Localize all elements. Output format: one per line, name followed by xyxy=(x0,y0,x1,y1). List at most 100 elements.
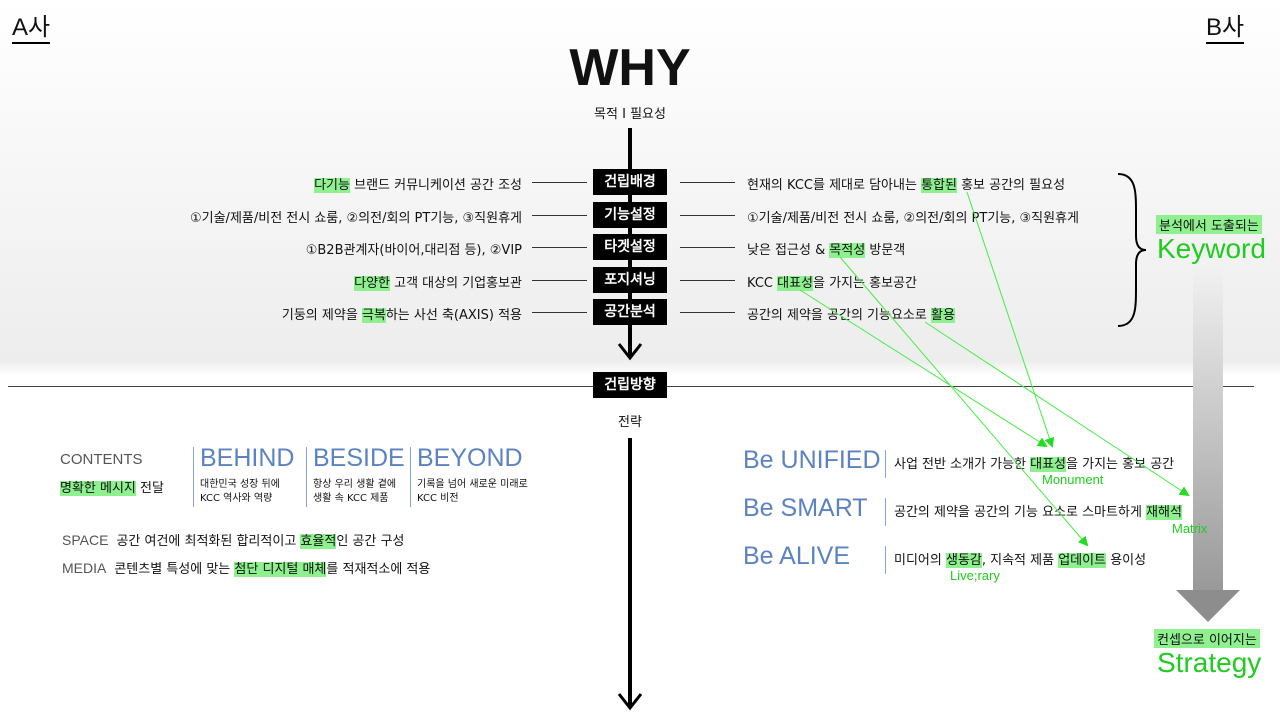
be-keyword-note: Live;rary xyxy=(950,568,1000,583)
text: ①기술/제품/비전 전시 쇼룸, ②의전/회의 PT기능, ③직원휴게 xyxy=(747,210,1080,226)
left-row-text: 다기능 브랜드 커뮤니케이션 공간 조성 xyxy=(314,174,522,193)
contents-column-title: BESIDE xyxy=(313,444,405,472)
be-title: Be UNIFIED xyxy=(743,446,881,474)
media-label: MEDIA xyxy=(62,560,107,576)
text: 를 적재적소에 적용 xyxy=(326,562,431,577)
space-label: SPACE xyxy=(62,532,109,548)
left-row-text: 다양한 고객 대상의 기업홍보관 xyxy=(354,272,522,291)
text: 공간의 제약을 공간의 기능요소로 xyxy=(747,308,931,323)
highlight: 명확한 메시지 xyxy=(60,481,136,496)
text: 미디어의 xyxy=(894,553,946,568)
text: ①B2B관계자(바이어,대리점 등), ②VIP xyxy=(305,243,522,258)
highlight: 대표성 xyxy=(1030,457,1067,472)
contents-label: CONTENTS xyxy=(60,451,143,468)
text: 기록을 넘어 새로운 미래로 xyxy=(417,479,528,490)
be-title: Be ALIVE xyxy=(743,542,851,570)
right-row-text: ①기술/제품/비전 전시 쇼룸, ②의전/회의 PT기능, ③직원휴게 xyxy=(747,207,1079,226)
contents-column-title: BEYOND xyxy=(417,444,523,472)
column-divider xyxy=(306,447,307,507)
contents-column-title: BEHIND xyxy=(200,444,295,472)
text: 브랜드 커뮤니케이션 공간 조성 xyxy=(349,178,522,193)
text: 기둥의 제약을 xyxy=(281,308,362,323)
right-row-text: KCC 대표성을 가지는 홍보공간 xyxy=(747,272,917,291)
keyword-caption: 분석에서 도출되는 xyxy=(1156,215,1262,234)
highlight: 극복 xyxy=(361,308,386,323)
arrow-head-icon xyxy=(1176,590,1240,622)
tag-2: 타겟설정 xyxy=(593,234,667,260)
connector-dash xyxy=(680,247,735,248)
tag-4: 공간분석 xyxy=(593,299,667,325)
contents-text: 명확한 메시지 전달 xyxy=(60,477,164,496)
be-title: Be SMART xyxy=(743,494,868,522)
strategy-caption: 컨셉으로 이어지는 xyxy=(1154,629,1260,648)
highlight: 생동감 xyxy=(945,553,982,568)
column-divider xyxy=(193,447,194,507)
text: 홍보 공간의 필요성 xyxy=(956,178,1066,193)
direction-tag: 건립방향 xyxy=(593,372,667,398)
highlight: 활용 xyxy=(930,308,955,323)
connector-dash xyxy=(680,214,735,216)
text: 사업 전반 소개가 가능한 xyxy=(894,457,1031,472)
keyword-title: Keyword xyxy=(1157,233,1266,264)
text: 인 공간 구성 xyxy=(336,534,405,549)
tag-3: 포지셔닝 xyxy=(593,266,667,293)
left-row-text: ①B2B관계자(바이어,대리점 등), ②VIP xyxy=(306,239,522,258)
right-row-text: 현재의 KCC를 제대로 담아내는 통합된 홍보 공간의 필요성 xyxy=(747,174,1065,193)
column-divider xyxy=(410,447,411,507)
direction-subtitle: 전략 xyxy=(618,415,642,430)
text: 항상 우리 생활 곁에 xyxy=(313,479,397,490)
highlight: 통합된 xyxy=(921,178,957,193)
text: 고객 대상의 기업홍보관 xyxy=(390,275,522,291)
text: KCC xyxy=(747,275,778,291)
text: KCC 비전 xyxy=(417,493,459,504)
text: 을 가지는 홍보공간 xyxy=(813,275,917,291)
text: 하는 사선 축(AXIS) 적용 xyxy=(385,308,522,323)
text: ①기술/제품/비전 전시 쇼룸, ②의전/회의 PT기능, ③직원휴게 xyxy=(189,210,522,226)
right-row-text: 공간의 제약을 공간의 기능요소로 활용 xyxy=(747,304,955,323)
be-keyword-note: Monument xyxy=(1042,472,1104,487)
text: 콘텐츠별 특성에 맞는 xyxy=(114,562,235,577)
tag-1: 기능설정 xyxy=(593,201,667,228)
connector-dash xyxy=(680,182,735,183)
right-row-text: 낮은 접근성 & 목적성 방문객 xyxy=(747,239,905,258)
be-divider xyxy=(885,546,886,574)
contents-column-desc: 기록을 넘어 새로운 미래로 KCC 비전 xyxy=(417,478,528,506)
text: 낮은 접근성 & xyxy=(747,243,830,258)
be-divider xyxy=(885,498,886,526)
arrow-down-icon xyxy=(617,343,643,361)
text: 공간 여건에 최적화된 합리적이고 xyxy=(116,534,301,549)
media-row: MEDIA 콘텐츠별 특성에 맞는 첨단 디지털 매체를 적재적소에 적용 xyxy=(62,558,430,577)
highlight: 다기능 xyxy=(314,178,350,193)
connector-dash xyxy=(532,247,587,248)
company-b-label: B사 xyxy=(1206,14,1245,44)
keyword-to-strategy-arrow xyxy=(1193,265,1223,591)
page-subtitle: 목적 I 필요성 xyxy=(594,107,666,122)
highlight: 대표성 xyxy=(777,275,813,291)
strategy-title: Strategy xyxy=(1157,647,1262,678)
text: 공간의 제약을 공간의 기능 요소로 스마트하게 xyxy=(894,505,1147,520)
highlight: 효율적 xyxy=(300,534,337,549)
text: 대한민국 성장 뒤에 xyxy=(200,479,280,490)
be-divider xyxy=(885,450,886,478)
connector-dash xyxy=(532,279,587,281)
text: 전달 xyxy=(135,481,164,496)
page-title: WHY xyxy=(569,39,691,97)
text: 을 가지는 홍보 공간 xyxy=(1066,457,1175,472)
text: 방문객 xyxy=(865,243,906,258)
text: 용이성 xyxy=(1106,553,1147,568)
highlight: 목적성 xyxy=(829,243,866,258)
be-keyword-note: Matrix xyxy=(1172,521,1208,536)
text: , 지속적 제품 xyxy=(981,553,1059,568)
highlight: 첨단 디지털 매체 xyxy=(234,562,327,577)
text: 현재의 KCC를 제대로 담아내는 xyxy=(747,178,922,193)
be-desc: 미디어의 생동감, 지속적 제품 업데이트 용이성 xyxy=(894,549,1146,568)
axis-line-bottom xyxy=(628,438,632,708)
text: 생활 속 KCC 제품 xyxy=(313,493,389,504)
highlight: 업데이트 xyxy=(1058,553,1107,568)
arrow-down-icon xyxy=(617,693,643,711)
left-row-text: ①기술/제품/비전 전시 쇼룸, ②의전/회의 PT기능, ③직원휴게 xyxy=(190,207,522,226)
company-a-label: A사 xyxy=(12,14,51,44)
connector-dash xyxy=(532,214,587,216)
brace-icon xyxy=(1117,173,1147,327)
